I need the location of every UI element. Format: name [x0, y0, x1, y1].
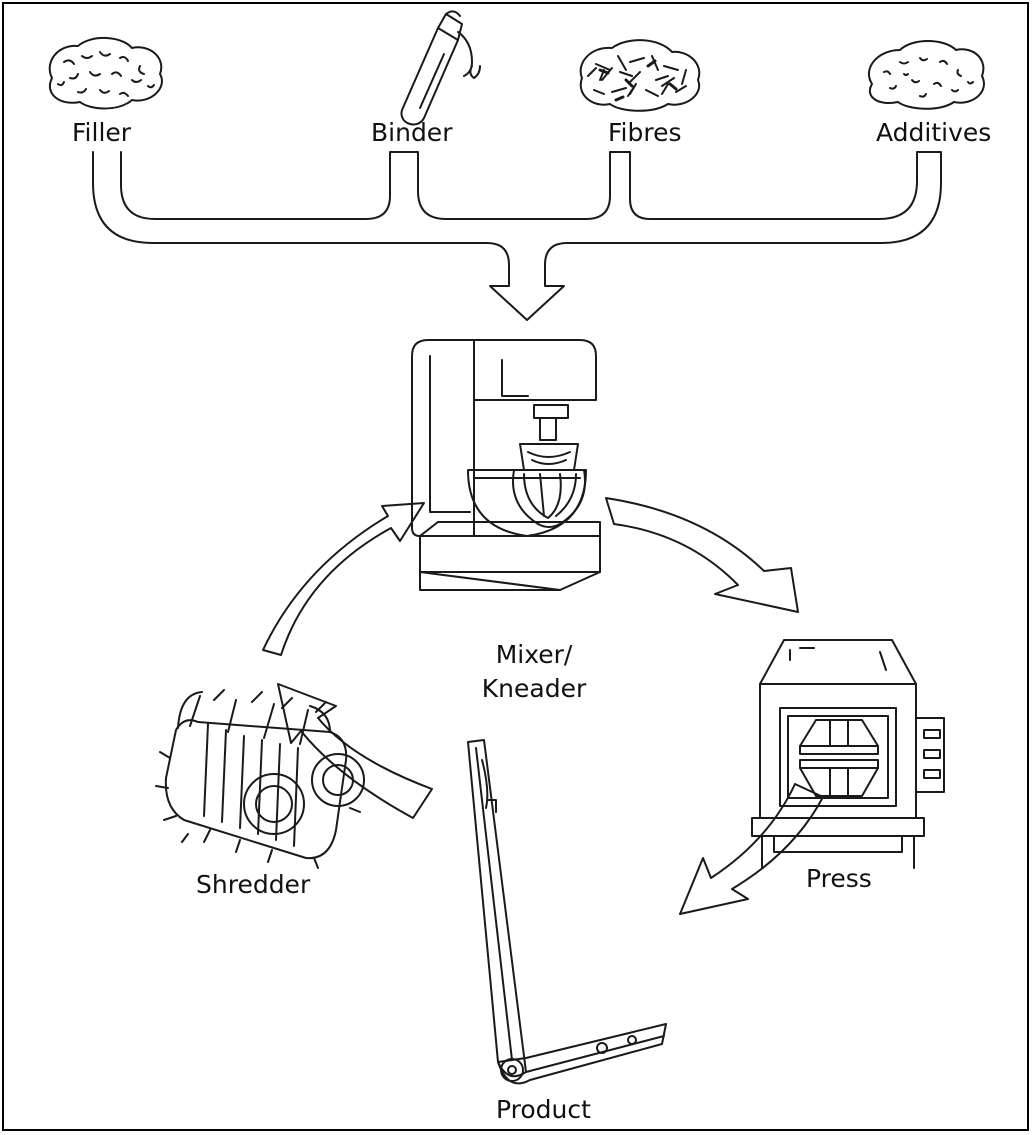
additives-icon — [867, 40, 985, 110]
arrow-product-to-shredder — [277, 683, 433, 819]
shredder-icon — [155, 689, 365, 869]
feed-pipe-arrow — [92, 151, 942, 321]
binder-label: Binder — [371, 118, 453, 147]
press-label: Press — [806, 864, 872, 893]
product-label: Product — [496, 1095, 591, 1124]
mixer-label-line2: Kneader — [481, 674, 587, 703]
fibres-label: Fibres — [608, 118, 682, 147]
mixer-kneader-icon — [411, 339, 601, 591]
additives-label: Additives — [876, 118, 992, 147]
product-icon — [467, 739, 667, 1085]
fibres-icon — [579, 39, 701, 112]
mixer-label-line1: Mixer/ — [495, 640, 573, 669]
filler-label: Filler — [72, 118, 132, 147]
arrow-shredder-to-mixer — [262, 502, 425, 656]
binder-bottle-icon — [400, 10, 481, 126]
press-icon — [751, 639, 945, 869]
filler-icon — [48, 36, 163, 110]
arrow-mixer-to-press — [605, 497, 799, 613]
arrow-press-to-product — [679, 783, 824, 915]
shredder-label: Shredder — [196, 870, 311, 899]
